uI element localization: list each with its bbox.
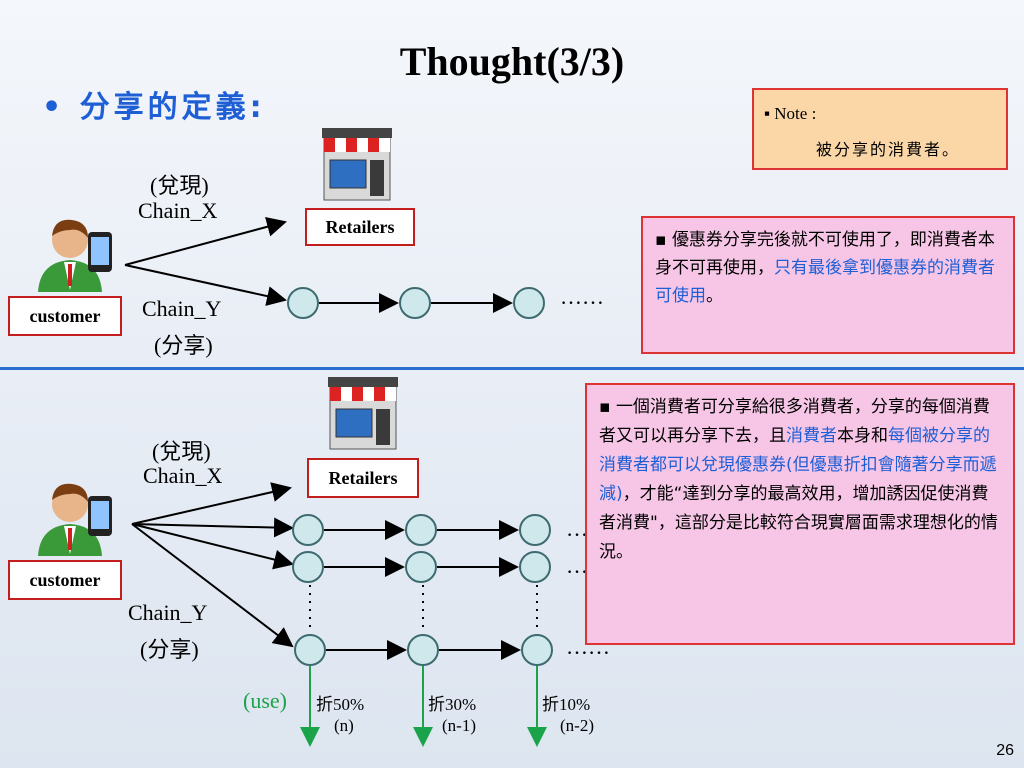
discount-label: (n-2): [560, 716, 594, 735]
discount-label: (n-1): [442, 716, 476, 735]
note-header: ▪ Note :: [764, 104, 817, 123]
page-title: Thought(3/3): [399, 39, 625, 84]
top-chain-x-sub: (兌現): [150, 173, 209, 198]
store-icon: [322, 128, 392, 201]
top-chain-x-arrow: [124, 217, 287, 266]
bottom-chain-x-arrow: [131, 482, 292, 525]
top-node: [399, 287, 431, 319]
discount-rate: 折30%: [428, 695, 477, 714]
top-chain-y-label: Chain_Y: [142, 296, 222, 321]
bottom-chain-y-label: Chain_Y: [128, 600, 208, 625]
top-box-highlight: 只有最後拿到優惠券的消費者可使用: [655, 258, 995, 306]
note-box: ▪ Note : 被分享的消費者。: [752, 88, 1008, 170]
bottom-customer-box: customer: [8, 560, 122, 600]
customer-person-icon: [38, 483, 112, 556]
discount-rate: 折50%: [316, 695, 365, 714]
bullet-text: 分享的定義:: [79, 90, 266, 125]
discount-label: (n): [334, 716, 354, 735]
bottom-chain-y-sub: (分享): [140, 637, 199, 662]
top-chain-x-label: Chain_X: [138, 198, 218, 223]
store-icon: [328, 377, 398, 450]
bottom-chain-x-label: Chain_X: [143, 463, 223, 488]
bottom-retailers-box: Retailers: [307, 458, 419, 498]
discount-rate: 折10%: [542, 695, 591, 714]
top-node: [287, 287, 319, 319]
bottom-ellipsis-row2: …: [566, 553, 588, 578]
top-customer-box: customer: [8, 296, 122, 336]
top-ellipsis: ……: [560, 284, 604, 309]
top-chain-y-sub: (分享): [154, 333, 213, 358]
top-chain-y-arrow: [124, 264, 287, 306]
bottom-chain-x-sub: (兌現): [152, 439, 211, 464]
section-divider: [0, 367, 1024, 370]
page-number: 26: [996, 742, 1014, 759]
top-explanation-box: ▪ 優惠券分享完後就不可使用了，即消費者本身不可再使用，只有最後拿到優惠券的消費…: [641, 216, 1015, 354]
top-retailers-box: Retailers: [305, 208, 415, 246]
bottom-chain-y-arrow: [131, 523, 294, 648]
bottom-explanation-box: ▪ 一個消費者可分享給很多消費者，分享的每個消費者又可以再分享下去，且消費者本身…: [585, 383, 1015, 645]
customer-person-icon: [38, 219, 112, 292]
note-text: 被分享的消費者。: [816, 140, 961, 159]
bullet-heading: • 分享的定義:: [42, 90, 266, 125]
top-box-text: 優惠券分享完後就不可使用了，即消費者本身不可再使用，: [655, 230, 995, 278]
top-node: [513, 287, 545, 319]
bottom-ellipsis-row1: …: [566, 516, 588, 541]
use-label: (use): [243, 688, 287, 713]
